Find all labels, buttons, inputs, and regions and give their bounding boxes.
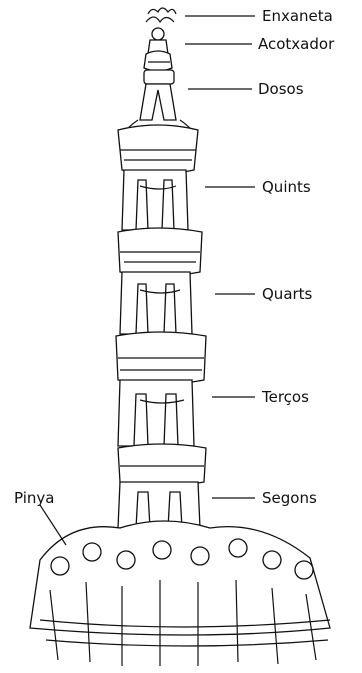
pinya-crowd: [30, 521, 330, 666]
label-pinya: Pinya: [14, 489, 54, 507]
human-tower-illustration: [30, 8, 330, 666]
quarts-figures: [118, 228, 202, 334]
label-segons: Segons: [262, 489, 317, 507]
segons-figures: [118, 444, 206, 528]
acotxador-figure: [144, 51, 172, 71]
label-dosos: Dosos: [258, 80, 304, 98]
label-acotxador: Acotxador: [258, 35, 335, 53]
label-enxaneta: Enxaneta: [262, 7, 333, 25]
pinya-leader-line: [40, 505, 66, 545]
label-quarts: Quarts: [262, 285, 313, 303]
label-tercos: Terços: [261, 388, 309, 406]
quints-figures: [118, 125, 198, 230]
dosos-figures: [126, 70, 192, 130]
tercos-figures: [116, 332, 206, 446]
label-quints: Quints: [262, 178, 311, 196]
enxaneta-figure: [146, 8, 176, 54]
